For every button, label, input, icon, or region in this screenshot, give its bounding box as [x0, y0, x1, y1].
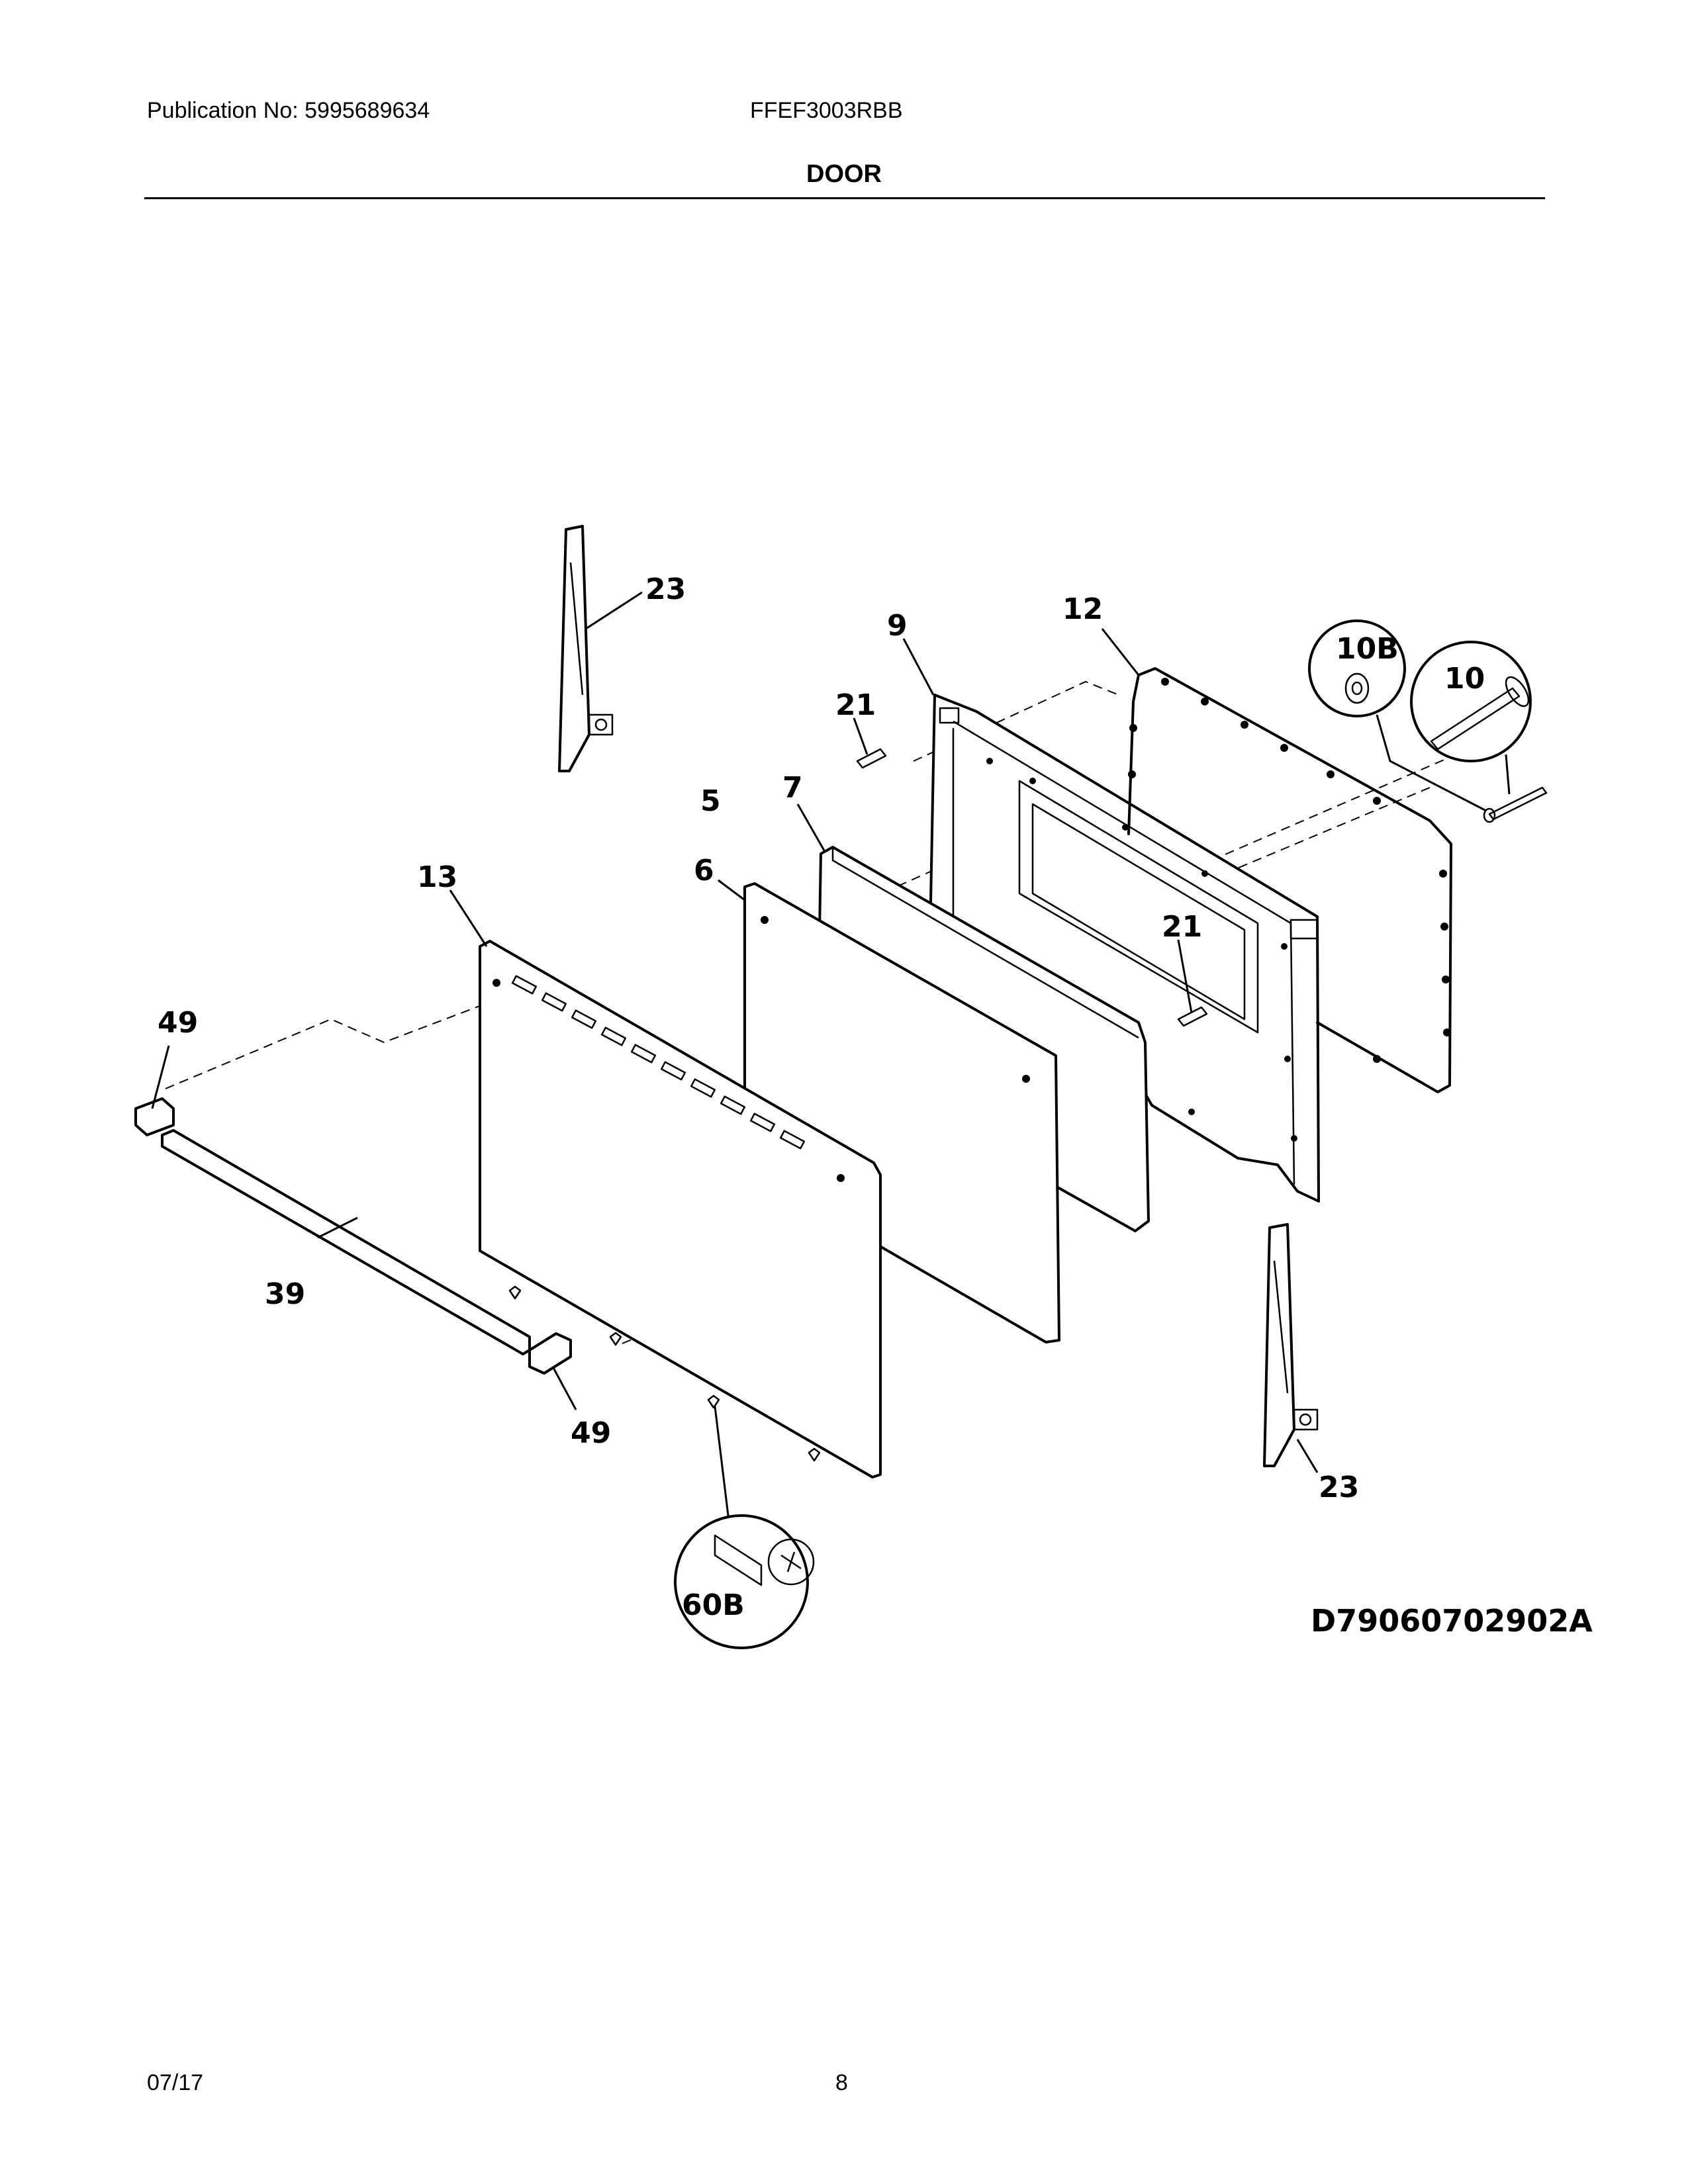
footer-date: 07/17: [147, 2070, 204, 2095]
door-trim: [161, 1129, 531, 1355]
label-washer: 10B: [1336, 632, 1399, 666]
label-outer-panel: 13: [417, 860, 457, 894]
door-stop-upper: [856, 748, 887, 769]
end-cap-right: [528, 1332, 572, 1375]
door-stop-lower: [1177, 1006, 1208, 1027]
label-screw-10: 10: [1444, 662, 1485, 696]
label-screw-60b: 60B: [682, 1588, 745, 1622]
panel-screws: [508, 1285, 821, 1462]
section-title: DOOR: [806, 160, 882, 188]
page-number: 8: [835, 2070, 848, 2095]
hinge-top: [558, 525, 614, 772]
hardware-small: [1376, 714, 1548, 823]
label-door-liner: 9: [887, 609, 908, 643]
label-stop-lower: 21: [1162, 910, 1202, 944]
label-hinge-top: 23: [645, 572, 686, 606]
label-cap-left: 49: [158, 1006, 198, 1040]
screw-60b-callout: [674, 1514, 815, 1649]
label-stop-upper: 21: [835, 688, 876, 722]
outer-door-panel: [479, 940, 882, 1479]
part-labels: 23 9 12 10B 10 21 5 7 6 21 13 49 39 49 2…: [158, 572, 1485, 1622]
label-glass: 6: [694, 854, 714, 887]
label-hinge-bottom: 23: [1319, 1471, 1359, 1504]
label-trim: 39: [265, 1277, 305, 1311]
model-number: FFEF3003RBB: [750, 98, 903, 123]
header-rule: [144, 197, 1545, 199]
label-part-5: 5: [700, 784, 721, 818]
label-gasket: 12: [1062, 592, 1103, 626]
washer-10b-callout: [1308, 619, 1406, 717]
end-cap-left: [134, 1097, 175, 1136]
hinge-bottom: [1263, 1223, 1319, 1467]
vent-slots: [511, 975, 806, 1150]
label-cap-right: 49: [571, 1416, 611, 1450]
door-gasket: [1127, 667, 1452, 1093]
screw-10-callout: [1410, 641, 1532, 762]
door-liner: [929, 694, 1320, 1203]
publication-number: Publication No: 5995689634: [147, 98, 430, 123]
label-insulation: 7: [782, 771, 803, 805]
leader-lines: [151, 591, 1319, 1516]
diagram-code: D79060702902A: [1311, 1603, 1593, 1639]
